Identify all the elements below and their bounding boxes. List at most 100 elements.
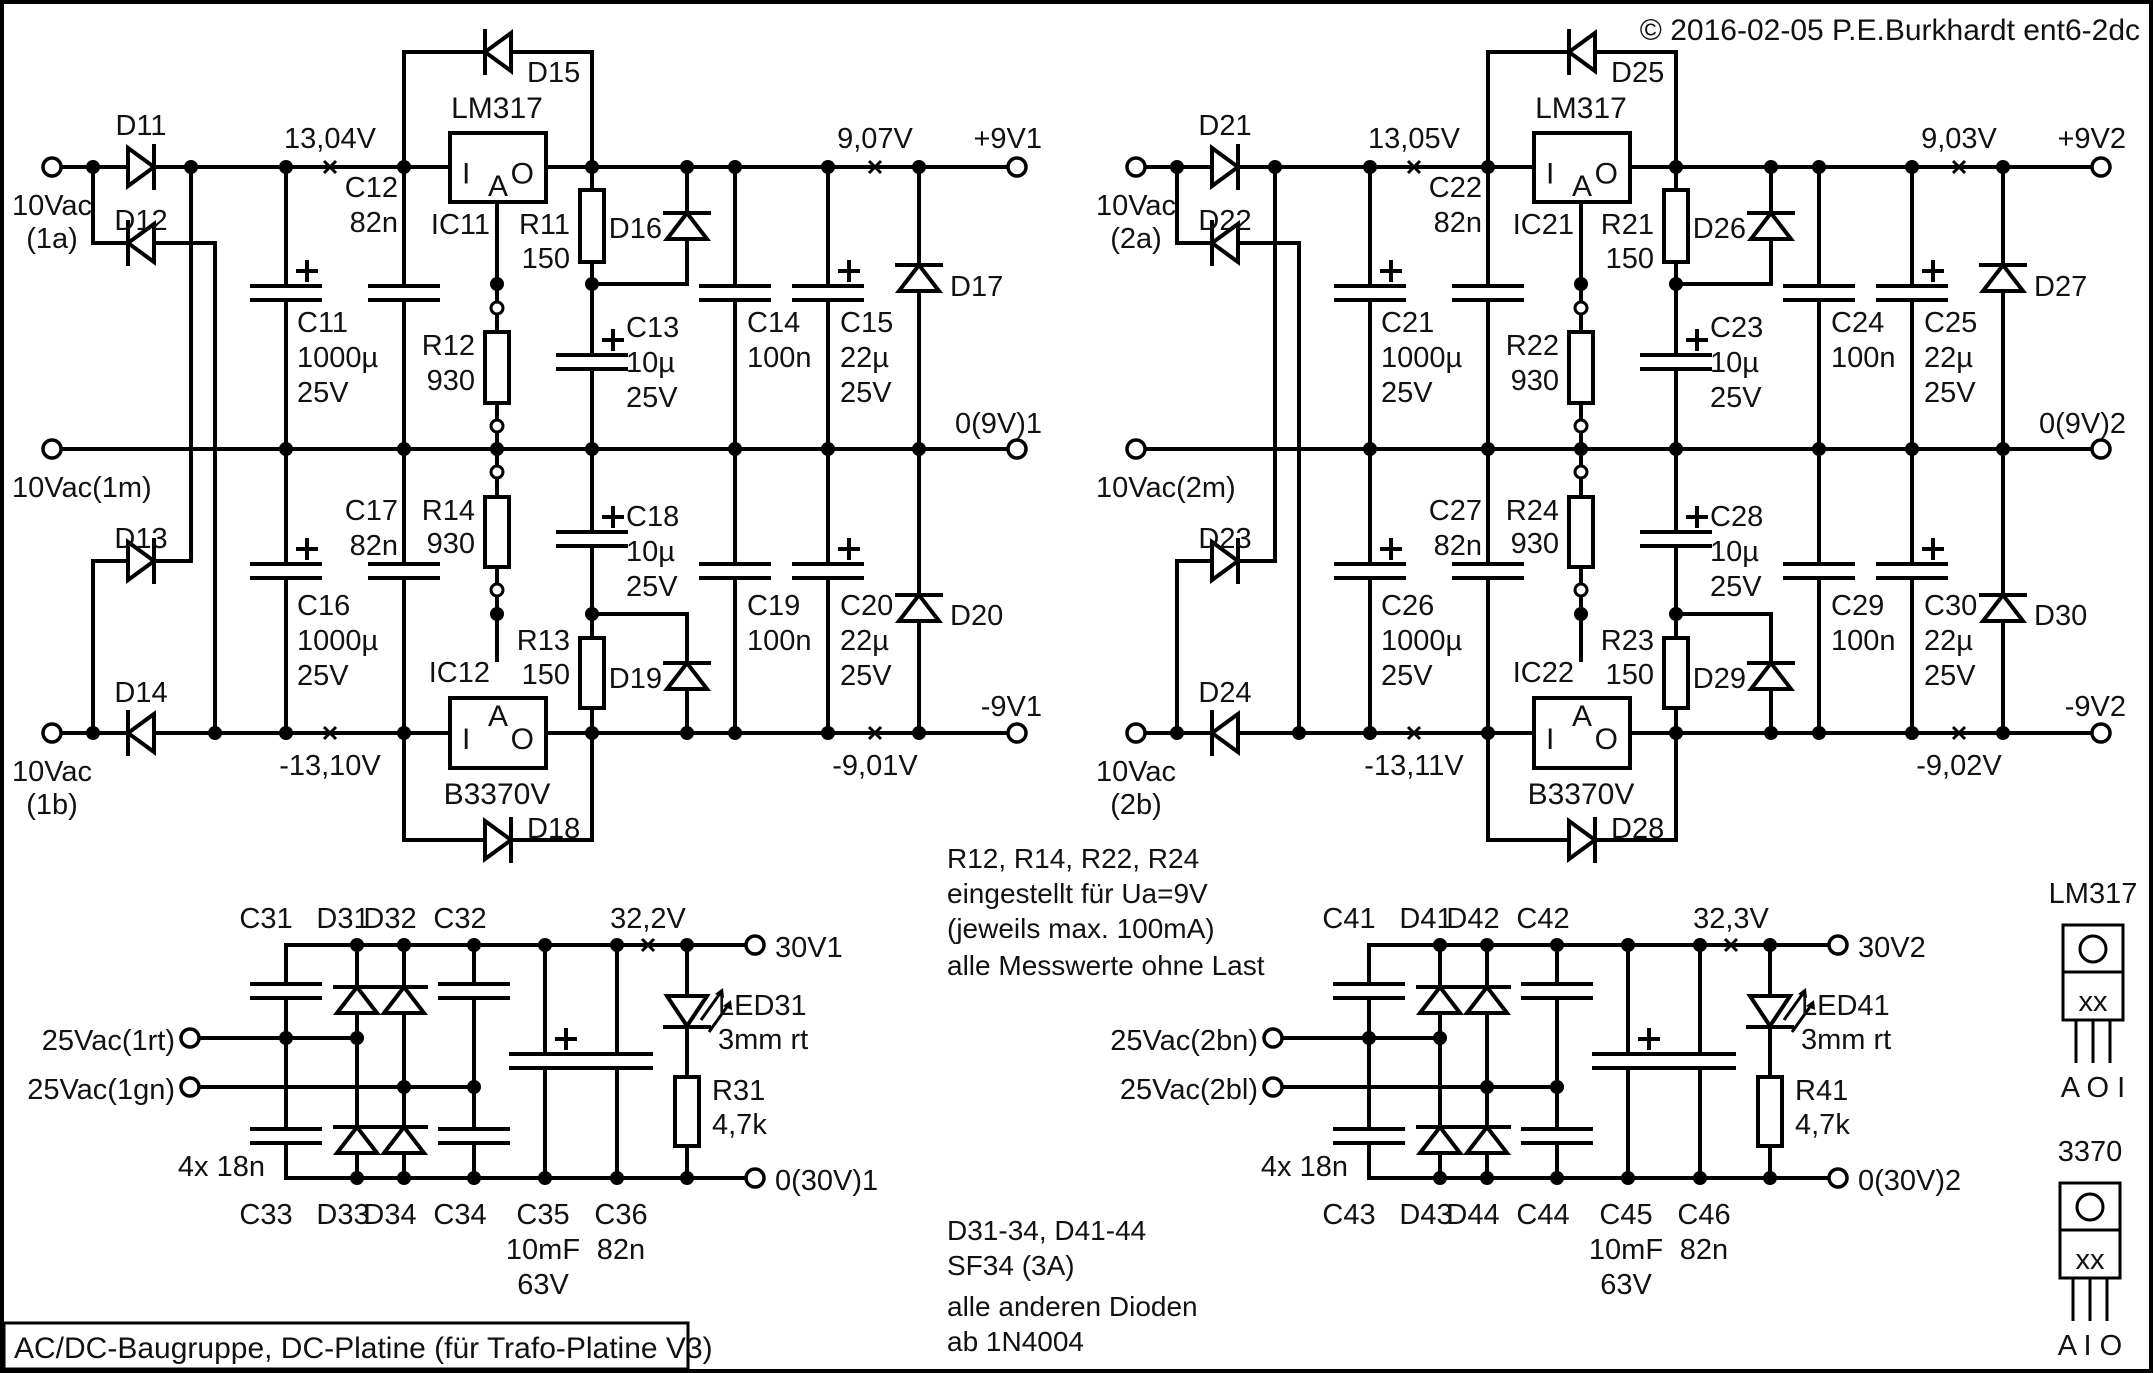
measure-point-marker [1406,725,1422,741]
junction-dot [1621,938,1635,952]
diode-label: D11 [115,110,166,142]
capacitor-label: 1000µ [1381,625,1463,657]
capacitor-label: 25V [840,377,892,409]
capacitor-label: C19 [747,590,800,622]
junction-dot [1292,726,1306,740]
capacitor-C15 [792,260,864,302]
pin-labels: A I O [2058,1330,2122,1362]
diode-triangle [1978,261,2028,293]
capacitor-label: 82n [350,530,398,562]
capacitor-C24 [1783,284,1855,302]
ic-pin-label: O [1595,158,1618,191]
diode-D34 [379,1123,429,1155]
cap-gap [438,982,510,1000]
led-triangle [1746,994,1794,1030]
resistor-label: R11 [519,209,570,241]
resistor-label: R14 [422,495,475,527]
capacitor-label: 100n [747,342,812,374]
diode-label: D17 [950,271,1003,303]
junction-dot [1433,1031,1447,1045]
capacitor-label: C25 [1924,307,1977,339]
capacitor-C21 [1334,260,1406,302]
diode-triangle [481,29,513,75]
capacitor-C45 [1592,1028,1664,1070]
resistor-value: 930 [427,365,475,397]
measure-x-stroke [1723,937,1739,953]
diode-triangle [894,261,944,293]
capacitor-C17 [368,562,440,580]
diode-triangle [124,220,156,266]
junction-dot [728,442,742,456]
protect-wire [1674,612,1773,735]
resistor-R24 [1567,495,1595,569]
junction-dot [1362,1031,1376,1045]
junction-dot [1812,442,1826,456]
note-resistors-line4: alle Messwerte ohne Last [947,950,1265,981]
diode-D41 [1415,983,1465,1015]
ic-type-label: LM317 [451,92,543,125]
capacitor-label: 10µ [1710,347,1759,379]
trim-point [1573,582,1589,598]
diode-triangle [126,538,158,584]
capacitor-label: 63V [1600,1269,1652,1301]
junction-dot [86,726,100,740]
junction-dot [1481,160,1495,174]
capacitor-label: 22µ [840,625,889,657]
capacitor-label: 10µ [1710,536,1759,568]
junction-dot [1669,277,1683,291]
capacitor-label: 100n [1831,625,1896,657]
cap-gap [1664,1052,1736,1070]
junction-dot [467,1171,481,1185]
diode-D22 [1208,220,1240,266]
package-tab [2061,923,2125,974]
measure-point-marker [1723,937,1739,953]
junction-dot [490,442,504,456]
terminal [1125,156,1147,178]
cap-gap [250,982,322,1000]
measure-point-marker [1406,159,1422,175]
junction-dot [610,1171,624,1185]
diode-D20 [894,591,944,623]
junction-dot [1170,160,1184,174]
junction-dot [680,938,694,952]
ic-pin-label: A [1572,700,1592,733]
cap-gap [792,284,864,302]
diode-triangle [1746,659,1796,691]
measure-x-stroke [1951,725,1967,741]
junction-dot [350,1031,364,1045]
junction-dot [279,726,293,740]
diode-D28 [1567,817,1599,863]
terminal [1827,934,1849,956]
diode-D19 [662,659,712,691]
diode-triangle [1565,29,1597,75]
resistor-R12 [483,330,511,405]
junction-dot [279,160,293,174]
ic-body [1532,696,1632,770]
junction-dot [1669,160,1683,174]
led-label: LED41 [1801,990,1890,1022]
measure-point-marker [322,159,338,175]
diode-D21 [1210,144,1242,190]
diode-D42 [1462,983,1512,1015]
component-label: C44 [1516,1199,1569,1231]
diode-D16 [662,209,712,241]
diode-label: D23 [1198,523,1251,555]
arrow-head [715,988,724,998]
junction-dot [912,442,926,456]
terminal [744,934,766,956]
capacitor-label: C30 [1924,590,1977,622]
input-label: (2b) [1110,789,1162,821]
diode-label: D14 [114,677,167,709]
diode-label: D24 [1198,677,1251,709]
capacitor-label: 25V [297,377,349,409]
component-label: C43 [1322,1199,1375,1231]
ac-input-label: 25Vac(2bn) [1110,1025,1258,1057]
capacitor-label: C22 [1429,172,1482,204]
terminal [1262,1027,1284,1049]
diode-triangle [1415,1123,1465,1155]
output-label: 0(9V)1 [955,408,1042,440]
note-resistors-line1: R12, R14, R22, R24 [947,843,1199,874]
